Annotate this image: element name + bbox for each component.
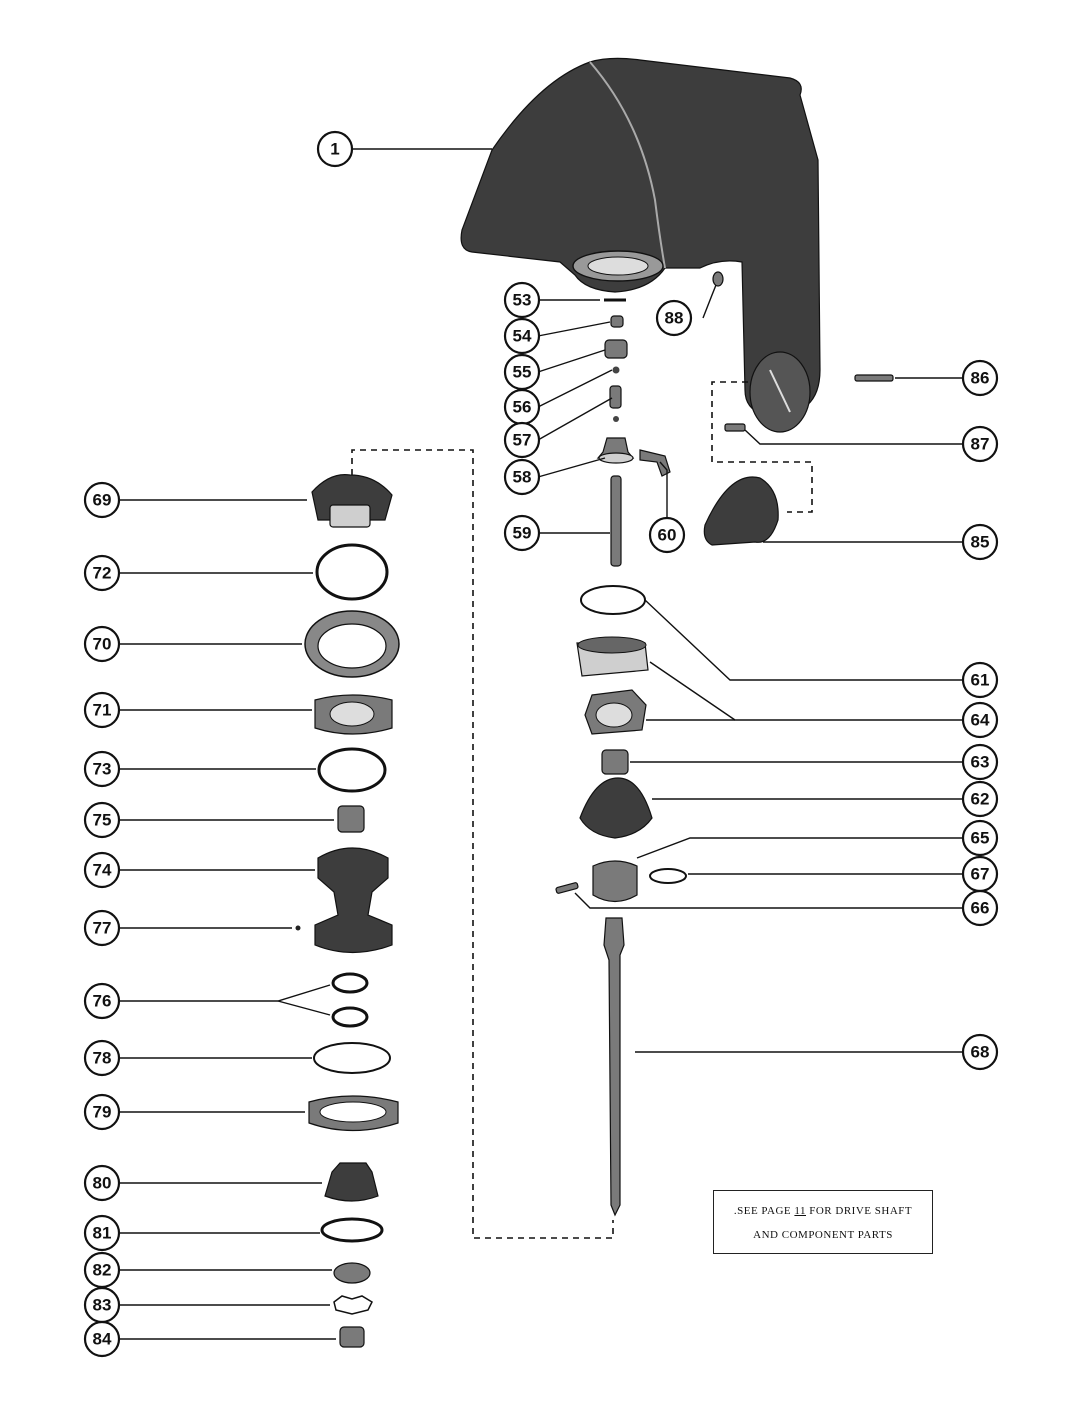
svg-text:65: 65 (971, 829, 990, 848)
callout-68: 68 (961, 1033, 999, 1071)
callout-74: 74 (83, 851, 121, 889)
svg-text:87: 87 (971, 435, 990, 454)
svg-text:76: 76 (93, 992, 112, 1011)
callout-1: 1 (316, 130, 354, 168)
callout-77: 77 (83, 909, 121, 947)
callout-72: 72 (83, 554, 121, 592)
svg-text:71: 71 (93, 701, 112, 720)
alignment-dashed-lines (351, 381, 813, 1239)
svg-text:53: 53 (513, 291, 532, 310)
callout-86: 86 (961, 359, 999, 397)
callout-54: 54 (503, 317, 541, 355)
note-line-2: AND COMPONENT PARTS (753, 1229, 893, 1241)
svg-text:86: 86 (971, 369, 990, 388)
svg-text:68: 68 (971, 1043, 990, 1062)
svg-text:70: 70 (93, 635, 112, 654)
svg-text:64: 64 (971, 711, 990, 730)
svg-text:78: 78 (93, 1049, 112, 1068)
svg-text:1: 1 (330, 140, 339, 159)
gear-housing-part (460, 57, 821, 433)
pinion-shaft-parts (555, 585, 687, 1217)
callout-56: 56 (503, 388, 541, 426)
callout-59: 59 (503, 514, 541, 552)
callout-61: 61 (961, 661, 999, 699)
reference-note: .SEE PAGE 11 FOR DRIVE SHAFT AND COMPONE… (713, 1190, 933, 1254)
svg-text:69: 69 (93, 491, 112, 510)
callout-62: 62 (961, 780, 999, 818)
callout-75: 75 (83, 801, 121, 839)
svg-text:63: 63 (971, 753, 990, 772)
svg-text:67: 67 (971, 865, 990, 884)
svg-text:58: 58 (513, 468, 532, 487)
callout-76: 76 (83, 982, 121, 1020)
svg-text:79: 79 (93, 1103, 112, 1122)
svg-text:59: 59 (513, 524, 532, 543)
svg-text:75: 75 (93, 811, 112, 830)
callout-81: 81 (83, 1214, 121, 1252)
svg-text:62: 62 (971, 790, 990, 809)
svg-text:60: 60 (658, 526, 677, 545)
svg-text:88: 88 (665, 309, 684, 328)
note-prefix: .SEE PAGE (733, 1205, 792, 1217)
callout-55: 55 (503, 353, 541, 391)
note-page-number: 11 (794, 1205, 806, 1217)
callout-65: 65 (961, 819, 999, 857)
svg-text:83: 83 (93, 1296, 112, 1315)
callout-53: 53 (503, 281, 541, 319)
svg-text:84: 84 (93, 1330, 112, 1349)
small-parts-stack (596, 271, 894, 567)
callouts: 1 53 54 55 56 57 58 59 60 88 86 87 85 61… (83, 130, 999, 1358)
svg-text:57: 57 (513, 431, 532, 450)
svg-text:72: 72 (93, 564, 112, 583)
callout-88: 88 (655, 299, 693, 337)
svg-text:80: 80 (93, 1174, 112, 1193)
callout-63: 63 (961, 743, 999, 781)
note-suffix: FOR DRIVE SHAFT (809, 1205, 913, 1217)
svg-text:77: 77 (93, 919, 112, 938)
callout-78: 78 (83, 1039, 121, 1077)
note-line-1: .SEE PAGE 11 FOR DRIVE SHAFT (714, 1205, 932, 1217)
svg-text:66: 66 (971, 899, 990, 918)
callout-67: 67 (961, 855, 999, 893)
svg-text:56: 56 (513, 398, 532, 417)
callout-84: 84 (83, 1320, 121, 1358)
leader-lines (120, 148, 962, 1340)
callout-83: 83 (83, 1286, 121, 1324)
svg-text:61: 61 (971, 671, 990, 690)
callout-82: 82 (83, 1251, 121, 1289)
callout-66: 66 (961, 889, 999, 927)
svg-text:81: 81 (93, 1224, 112, 1243)
callout-79: 79 (83, 1093, 121, 1131)
callout-58: 58 (503, 458, 541, 496)
callout-85: 85 (961, 523, 999, 561)
callout-60: 60 (648, 516, 686, 554)
svg-text:74: 74 (93, 861, 112, 880)
callout-73: 73 (83, 750, 121, 788)
callout-71: 71 (83, 691, 121, 729)
callout-57: 57 (503, 421, 541, 459)
callout-69: 69 (83, 481, 121, 519)
callout-80: 80 (83, 1164, 121, 1202)
svg-text:73: 73 (93, 760, 112, 779)
svg-text:54: 54 (513, 327, 532, 346)
svg-text:55: 55 (513, 363, 532, 382)
propeller-shaft-parts (295, 474, 400, 1348)
callout-64: 64 (961, 701, 999, 739)
svg-text:85: 85 (971, 533, 990, 552)
callout-87: 87 (961, 425, 999, 463)
svg-text:82: 82 (93, 1261, 112, 1280)
callout-70: 70 (83, 625, 121, 663)
